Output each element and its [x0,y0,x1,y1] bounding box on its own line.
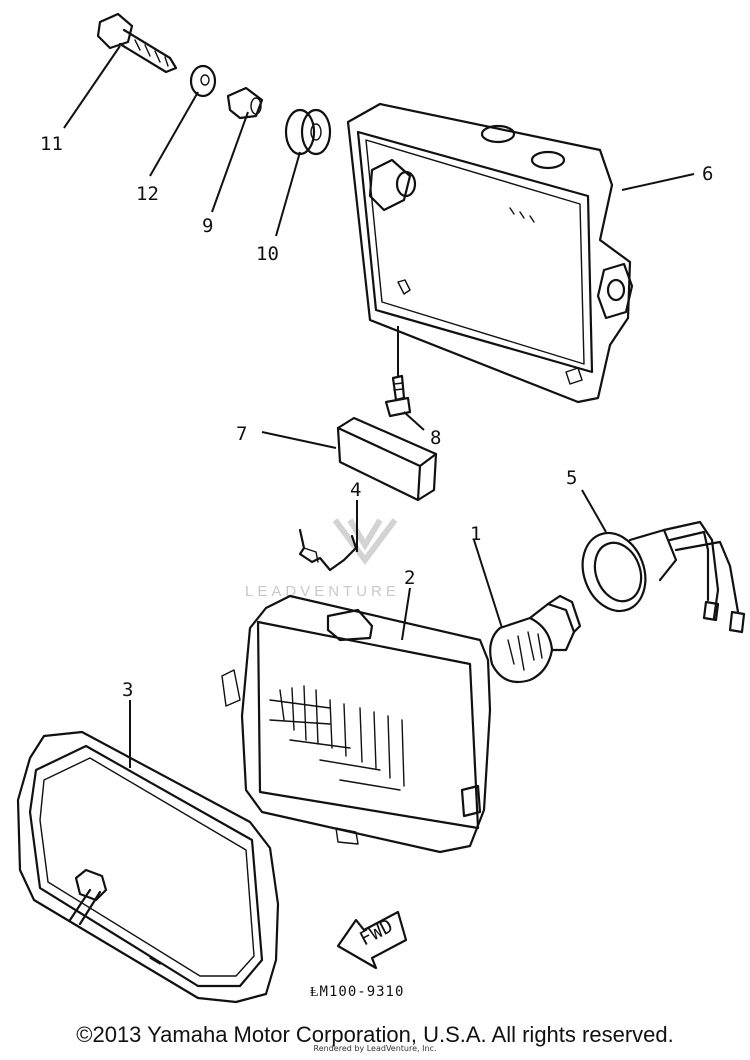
leader-lines [63,45,695,768]
lens-fluting [269,685,405,791]
callout-2: 2 [404,567,415,589]
grommet-part-10 [284,108,332,156]
callout-9: 9 [202,215,213,237]
spring-clip-part-4 [298,528,358,572]
bulb-part-1 [489,594,582,684]
callout-8: 8 [430,427,441,449]
fwd-label: FWD [356,915,397,951]
callout-1: 1 [470,523,481,545]
callout-numbers: 11 12 9 10 6 8 7 4 5 1 2 3 [40,133,713,701]
leadventure-watermark: LEADVENTURE [245,518,400,600]
callout-6: 6 [702,163,713,185]
callout-11: 11 [40,133,63,155]
callout-4: 4 [350,479,361,501]
diagram-code: ⱠM100-9310 [310,984,404,1000]
headlight-case-part-6 [346,102,634,404]
callout-10: 10 [256,243,279,265]
bolt-part-11 [96,12,178,74]
fwd-direction-arrow: FWD [336,910,408,970]
callout-7: 7 [236,423,247,445]
rim-part-3 [16,730,280,1004]
callout-12: 12 [136,183,159,205]
lens-part-2 [221,594,492,854]
rendered-by-notice: Rendered by LeadVenture, Inc. [313,1044,437,1053]
screw-part-8 [384,374,412,418]
pad-part-7 [336,416,438,502]
socket-part-5 [581,520,746,634]
copyright-notice: ©2013 Yamaha Motor Corporation, U.S.A. A… [76,1022,674,1047]
watermark-text: LEADVENTURE [245,583,400,600]
collar-part-9 [226,86,264,120]
callout-5: 5 [566,467,577,489]
washer-part-12 [189,64,217,98]
callout-3: 3 [122,679,133,701]
